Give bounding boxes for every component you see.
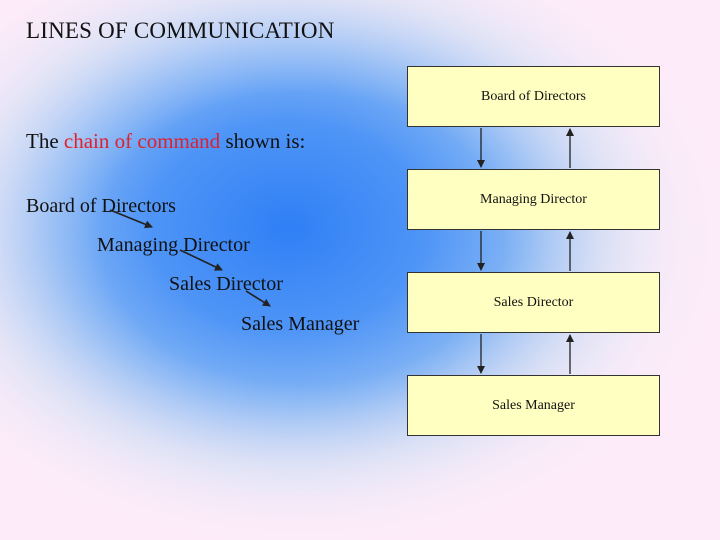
intro-highlight: chain of command: [63, 129, 221, 153]
box-managing-director: Managing Director: [407, 169, 660, 230]
chain-item-board: Board of Directors: [26, 195, 176, 217]
chain-item-managing: Managing Director: [97, 234, 250, 256]
intro-prefix: The: [26, 129, 64, 153]
box-label: Sales Director: [493, 294, 574, 310]
box-sales-director: Sales Director: [407, 272, 660, 333]
box-sales-manager: Sales Manager: [407, 375, 660, 436]
box-label: Board of Directors: [481, 88, 586, 104]
box-label: Sales Manager: [492, 397, 575, 413]
chain-item-sales-manager: Sales Manager: [241, 313, 360, 335]
box-label: Managing Director: [480, 191, 587, 207]
slide-title: LINES OF COMMUNICATION: [26, 18, 335, 43]
intro-suffix: shown is:: [220, 129, 306, 153]
chain-item-sales-director: Sales Director: [169, 273, 283, 295]
box-board-of-directors: Board of Directors: [407, 66, 660, 127]
intro-text: The chain of command shown is:: [26, 129, 305, 154]
